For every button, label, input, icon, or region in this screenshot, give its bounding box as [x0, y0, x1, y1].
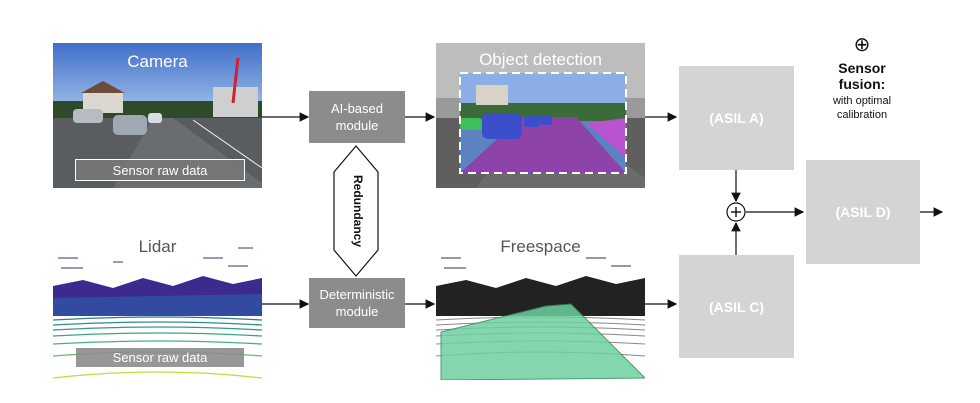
sensor-fusion-sub-line2: calibration: [836, 109, 888, 121]
camera-raw-data-label: Sensor raw data: [75, 159, 245, 181]
ai-module-line2: module: [335, 118, 379, 133]
asil-d-box: (ASIL D): [806, 160, 920, 264]
det-module-line2: module: [335, 304, 379, 319]
det-module-line1: Deterministic: [319, 287, 395, 302]
object-detection-title: Object detection: [479, 50, 602, 69]
sensor-fusion-title-line1: Sensor: [838, 60, 886, 76]
camera-image: [53, 43, 262, 188]
asil-a-box: (ASIL A): [679, 66, 794, 170]
freespace-title: Freespace: [500, 237, 581, 256]
ai-based-module-box: AI-based module: [309, 91, 405, 143]
freespace-image: [436, 228, 645, 380]
camera-panel: Camera Sensor raw data: [53, 43, 262, 188]
lidar-panel: Lidar Sensor raw data: [53, 228, 262, 380]
camera-title: Camera: [127, 52, 188, 71]
sensor-fusion-legend: ⊕ Sensor fusion: with optimal calibratio…: [806, 34, 918, 122]
sensor-fusion-symbol-icon: ⊕: [853, 34, 871, 56]
redundancy-hexagon: [333, 145, 379, 277]
freespace-panel: Freespace: [436, 228, 645, 380]
object-detection-panel: Object detection: [436, 43, 645, 188]
object-detection-image: [436, 43, 645, 188]
sensor-fusion-title-line2: fusion:: [838, 76, 886, 92]
deterministic-module-box: Deterministic module: [309, 278, 405, 328]
lidar-title: Lidar: [138, 237, 177, 256]
sensor-fusion-sub-line1: with optimal: [832, 95, 892, 107]
ai-module-line1: AI-based: [330, 101, 384, 116]
redundancy-label: Redundancy: [351, 174, 365, 247]
asil-c-box: (ASIL C): [679, 255, 794, 358]
lidar-raw-data-label: Sensor raw data: [76, 348, 244, 367]
